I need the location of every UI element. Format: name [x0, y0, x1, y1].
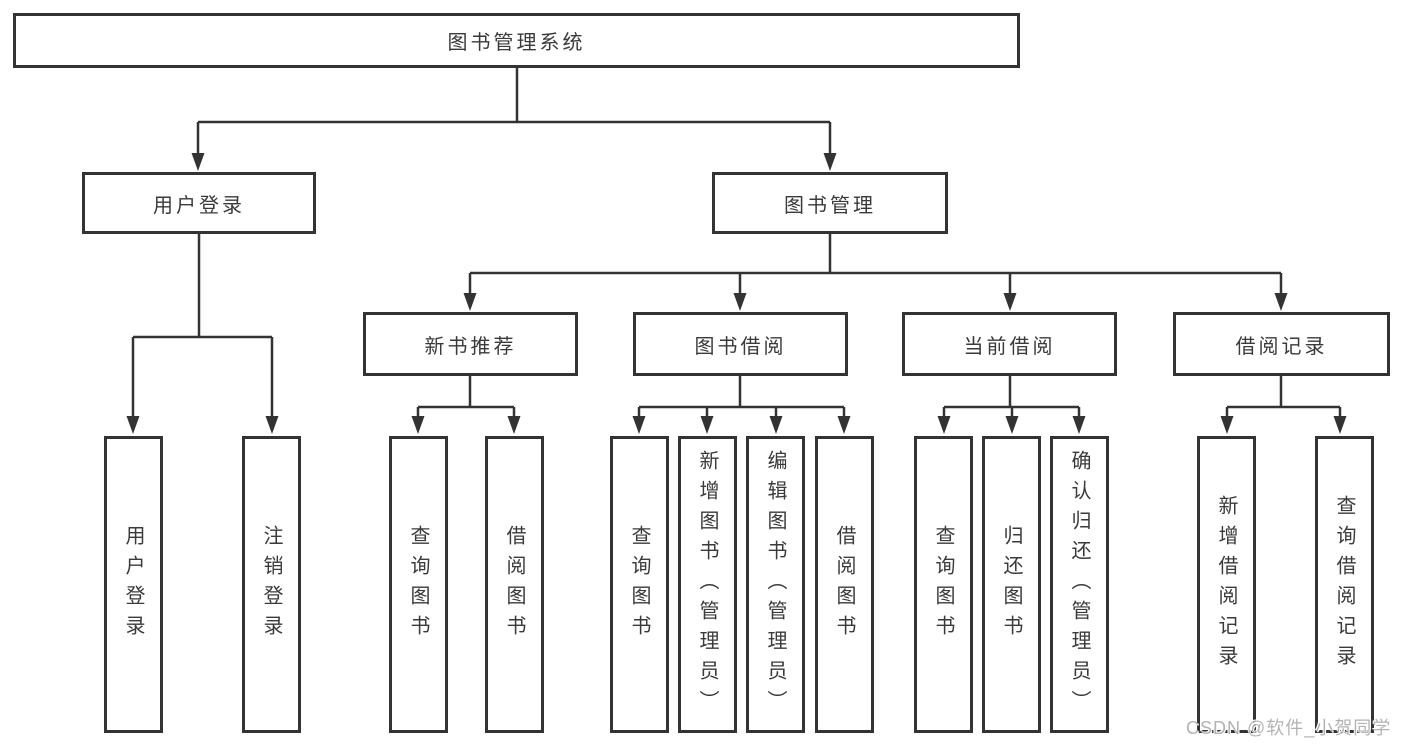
leaf-query-books-3: 查询图书 — [914, 436, 973, 733]
leaf-confirm-return-admin: 确认归还（管理员） — [1050, 436, 1109, 733]
leaf-add-book-admin: 新增图书（管理员） — [678, 436, 737, 733]
arrowhead-new-book-recommend — [463, 293, 477, 311]
leaf-label: 查询图书 — [407, 524, 429, 645]
leaf-label: 借阅图书 — [833, 524, 855, 645]
leaf-query-books-2: 查询图书 — [610, 436, 669, 733]
node-label: 借阅记录 — [1235, 335, 1328, 358]
arrowhead-leaf-borrow-books-2 — [837, 416, 851, 434]
connector-new-book-recommend — [416, 376, 516, 417]
leaf-user-login: 用户登录 — [104, 436, 163, 733]
arrowhead-leaf-edit-book — [769, 416, 783, 434]
leaf-label: 编辑图书（管理员） — [764, 449, 786, 720]
connector-root — [196, 68, 832, 154]
leaf-label: 注销登录 — [260, 524, 282, 645]
node-user-login: 用户登录 — [82, 172, 316, 234]
node-label: 图书管理系统 — [447, 32, 586, 54]
arrowhead-user-login — [191, 153, 205, 171]
node-borrow-records: 借阅记录 — [1173, 312, 1390, 376]
arrowhead-leaf-query-books-1 — [411, 416, 425, 434]
node-label: 图书管理 — [784, 194, 876, 217]
leaf-label: 确认归还（管理员） — [1068, 449, 1090, 720]
csdn-watermark: CSDN @软件_小贺同学 — [1186, 718, 1392, 738]
node-label: 用户登录 — [153, 194, 245, 217]
arrowhead-leaf-borrow-books-1 — [507, 416, 521, 434]
arrowhead-borrow-records — [1274, 293, 1288, 311]
leaf-borrow-books-2: 借阅图书 — [815, 436, 874, 733]
leaf-label: 新增借阅记录 — [1215, 494, 1237, 675]
leaf-label: 用户登录 — [122, 524, 144, 645]
connector-book-management — [468, 234, 1283, 294]
node-book-management: 图书管理 — [712, 172, 948, 234]
arrowhead-leaf-logout — [265, 416, 279, 434]
connector-user-login — [131, 234, 274, 417]
leaf-label: 借阅图书 — [503, 524, 525, 645]
leaf-label: 查询借阅记录 — [1333, 494, 1355, 675]
connector-book-borrow — [637, 376, 846, 417]
arrowhead-leaf-query-books-3 — [937, 416, 951, 434]
arrowhead-leaf-add-book — [700, 416, 714, 434]
arrowhead-current-borrow — [1003, 293, 1017, 311]
leaf-query-books-1: 查询图书 — [389, 436, 448, 733]
leaf-label: 新增图书（管理员） — [696, 449, 718, 720]
leaf-label: 归还图书 — [1000, 524, 1022, 645]
leaf-label: 查询图书 — [628, 524, 650, 645]
leaf-edit-book-admin: 编辑图书（管理员） — [746, 436, 805, 733]
leaf-add-borrow-record: 新增借阅记录 — [1197, 436, 1256, 733]
arrowhead-leaf-user-login — [126, 416, 140, 434]
leaf-borrow-books-1: 借阅图书 — [485, 436, 544, 733]
node-current-borrow: 当前借阅 — [902, 312, 1117, 376]
node-new-book-recommend: 新书推荐 — [363, 312, 578, 376]
leaf-label: 查询图书 — [932, 524, 954, 645]
arrowhead-leaf-query-books-2 — [632, 416, 646, 434]
node-book-borrow: 图书借阅 — [633, 312, 848, 376]
node-label: 当前借阅 — [963, 335, 1056, 358]
node-label: 图书借阅 — [694, 335, 787, 358]
leaf-logout: 注销登录 — [242, 436, 301, 733]
leaf-return-book: 归还图书 — [982, 436, 1041, 733]
arrowhead-book-borrow — [733, 293, 747, 311]
arrowhead-book-management — [823, 153, 837, 171]
arrowhead-leaf-add-borrow-record — [1220, 416, 1234, 434]
arrowhead-leaf-confirm-return — [1072, 416, 1086, 434]
arrowhead-leaf-return-book — [1005, 416, 1019, 434]
connector-borrow-records — [1225, 376, 1342, 417]
node-library-management-system: 图书管理系统 — [13, 13, 1020, 68]
arrowhead-leaf-query-borrow-record — [1333, 416, 1347, 434]
leaf-query-borrow-record: 查询借阅记录 — [1315, 436, 1374, 733]
connector-current-borrow — [942, 376, 1081, 417]
node-label: 新书推荐 — [424, 335, 517, 358]
